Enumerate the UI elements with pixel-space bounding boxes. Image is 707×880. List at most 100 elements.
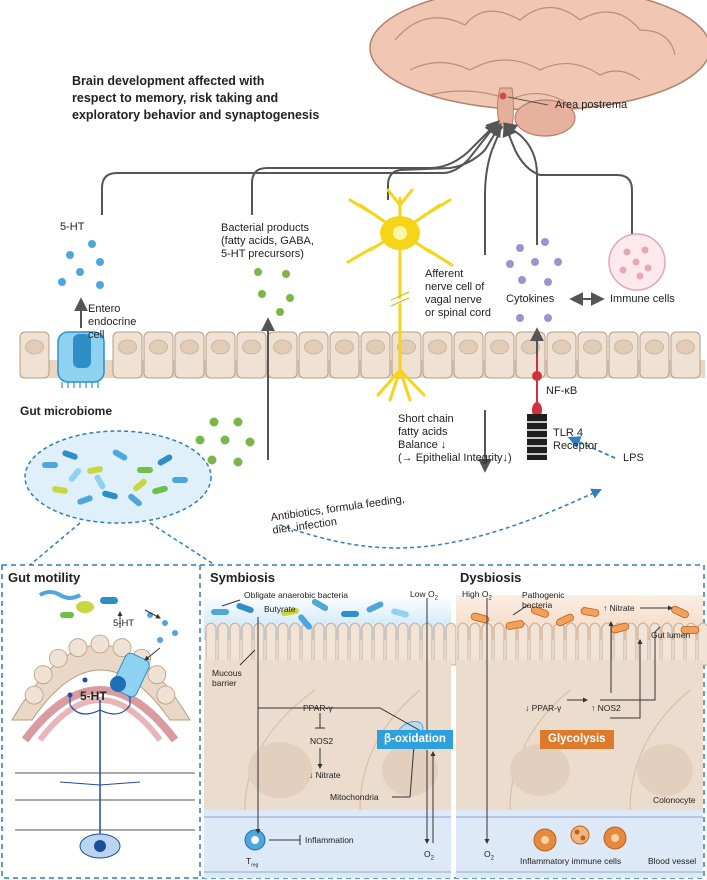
villus [409,622,421,666]
villus [289,622,301,666]
microbe [152,485,168,495]
nitrate-down-label: ↓ Nitrate [309,770,341,780]
villus [697,622,707,666]
anaerobic-bacterium [211,609,229,615]
motility-epithelial-cell [90,634,110,654]
microbe [157,454,173,466]
pathogenic-bacteria-label: Pathogenic bacteria [522,590,565,610]
motility-epithelial-cell [112,638,132,658]
green-dots-near-microbiome [195,417,255,467]
villus [553,622,565,666]
arrow-nerve-to-brain [387,122,502,200]
mucous-barrier-label: Mucous barrier [212,668,242,688]
epithelial-cell [112,331,143,379]
symbiosis-o2-label: O2 [424,849,434,862]
villus [265,622,277,666]
villus [373,622,385,666]
nitrate-up-label: ↑ Nitrate [603,603,635,613]
villus [565,622,577,666]
anaerobic-bacterium [341,611,359,617]
epithelial-cell [205,331,236,379]
bacterial-product-dots [254,268,294,316]
arrow-immune-to-brain [502,122,633,235]
motility-epithelial-cell [156,685,176,705]
motility-5ht-label: 5-HT [80,689,107,703]
villus [241,622,253,666]
villus [493,622,505,666]
lps-label: LPS [623,452,644,464]
treg-label: Treg [246,856,259,869]
villus [541,622,553,666]
area-postrema-label: Area postrema [555,99,628,111]
villus [361,622,373,666]
pathogenic-bacterium [530,606,550,618]
butyrate-label: Butyrate [264,604,296,614]
pathogenic-bacterium [470,612,490,624]
microbe [133,478,147,492]
gut-microbiome-label: Gut microbiome [20,404,113,418]
gut-motility-title: Gut motility [8,570,81,585]
microbe [172,477,188,483]
epithelial-cell [267,331,298,379]
villus [577,622,589,666]
anaerobic-bacterium [236,602,254,614]
motility-epithelial-cell [33,665,53,685]
obligate-bacteria-label: Obligate anaerobic bacteria [244,590,348,600]
villus [397,622,409,666]
main-title: Brain development affected with respect … [72,74,320,122]
microbe [128,493,142,507]
villus [517,622,529,666]
epithelial-cell [453,331,484,379]
pathogenic-bacterium [680,626,700,634]
epithelium-row [19,331,705,379]
pathogenic-bacterium [505,620,525,630]
gut-microbiome-illustration [24,430,212,524]
villus [253,622,265,666]
microbe [42,462,58,468]
brain-illustration [369,0,707,137]
afferent-neuron [346,188,454,402]
five-ht-label: 5-HT [60,221,85,233]
villus [349,622,361,666]
inflammatory-cells-label: Inflammatory immune cells [520,856,622,866]
high-o2-label: High O2 [462,589,492,602]
five-ht-dots [58,240,104,289]
villus [217,622,229,666]
epithelial-cell [329,331,360,379]
epithelial-cell [639,331,670,379]
immune-cells-label: Immune cells [610,293,675,305]
villus [661,622,673,666]
ppar-down-label: ↓ PPAR-γ [525,703,562,713]
nos2-label: NOS2 [310,736,334,746]
motility-epithelial-cell [147,665,167,685]
ppar-gamma-label: PPAR-γ [303,703,333,713]
nos2-up-label: ↑ NOS2 [591,703,621,713]
arrow-cytokines-to-brain [502,122,538,245]
villus [325,622,337,666]
line-scfa-to-brain [484,125,503,255]
epithelial-cell [360,331,391,379]
villus [529,622,541,666]
villus [457,622,469,666]
motility-epithelial-cell [48,648,68,668]
inflammatory-immune-cells [533,825,627,852]
microbe [87,466,103,474]
epithelial-cell [19,331,50,379]
arrow-lps-to-tlr4 [567,436,616,459]
dysbiosis-illustration [456,595,707,878]
microbe [137,467,153,473]
epithelial-cell [143,331,174,379]
afferent-nerve-label: Afferent nerve cell of vagal nerve or sp… [425,268,492,319]
motility-5ht-small: 5-HT [113,618,135,629]
villus [313,622,325,666]
symbiosis-illustration [204,595,457,878]
cytokine-dots [506,238,562,322]
gut-motility-illustration [11,590,195,859]
epithelial-cell [484,331,515,379]
motility-epithelial-cell [24,685,44,705]
anaerobic-bacterium [391,608,409,618]
villus [277,622,289,666]
blood-vessel-label: Blood vessel [648,856,697,866]
epithelial-cell [608,331,639,379]
